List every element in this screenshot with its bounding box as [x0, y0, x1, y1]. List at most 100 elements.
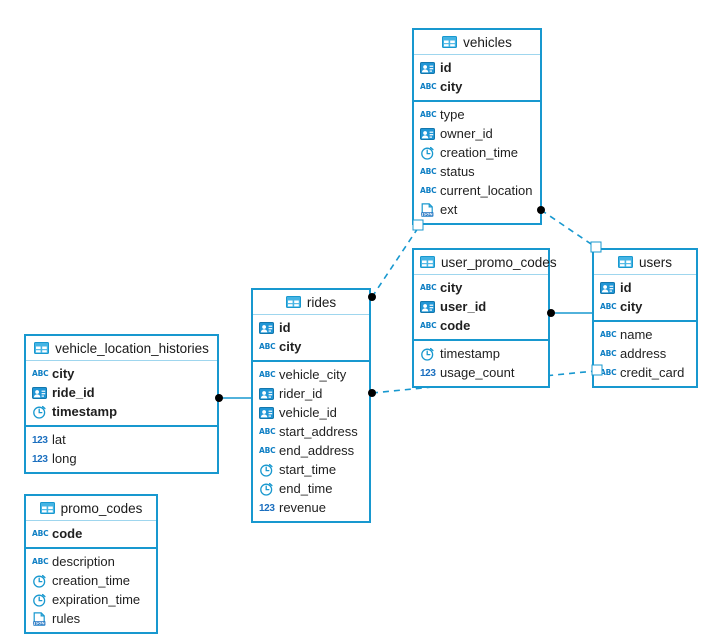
relationship-rides-to-vehicles[interactable]	[371, 227, 419, 298]
field-row[interactable]: end_time	[253, 479, 369, 498]
field-name: code	[440, 318, 471, 333]
relationship-endpoint-square[interactable]	[412, 219, 424, 231]
field-row[interactable]: id	[414, 58, 540, 77]
json-document-icon: JSON	[32, 611, 47, 626]
relationship-endpoint-dot[interactable]	[537, 206, 545, 214]
relationship-endpoint-square[interactable]	[590, 241, 602, 253]
id-badge-icon	[420, 61, 435, 75]
field-name: creation_time	[52, 573, 131, 588]
entity-title: vehicles	[463, 34, 512, 50]
clock-icon	[259, 482, 274, 496]
field-name: current_location	[440, 183, 533, 198]
abc-string-icon: ABC	[420, 166, 437, 176]
relationship-endpoint-dot[interactable]	[368, 389, 376, 397]
abc-string-icon: ABC	[420, 81, 437, 91]
field-name: lat	[52, 432, 66, 447]
relationship-endpoint-dot[interactable]	[368, 293, 376, 301]
field-row[interactable]: id	[253, 318, 369, 337]
clock-icon	[420, 347, 435, 361]
field-name: description	[52, 554, 115, 569]
clock-icon	[259, 463, 274, 477]
field-name: start_address	[279, 424, 358, 439]
relationship-vehicles-to-users[interactable]	[540, 209, 595, 247]
svg-text:JSON: JSON	[421, 211, 433, 216]
relationship-endpoint-square[interactable]	[591, 364, 603, 376]
field-row[interactable]: expiration_time	[26, 590, 156, 609]
abc-string-icon: ABC	[420, 320, 437, 330]
entity-header[interactable]: rides	[253, 290, 369, 315]
entity-header[interactable]: vehicle_location_histories	[26, 336, 217, 361]
field-name: credit_card	[620, 365, 685, 380]
field-row[interactable]: creation_time	[414, 143, 540, 162]
field-row[interactable]: ride_id	[26, 383, 217, 402]
abc-string-icon: ABC	[259, 369, 276, 379]
table-grid-icon	[39, 501, 55, 515]
field-row[interactable]: owner_id	[414, 124, 540, 143]
id-badge-icon	[32, 386, 47, 400]
123-number-icon: 123	[420, 367, 436, 379]
abc-string-icon: ABC	[600, 301, 617, 311]
field-name: rider_id	[279, 386, 323, 401]
id-badge-icon	[420, 300, 435, 314]
relationship-endpoint-dot[interactable]	[215, 394, 223, 402]
entity-header[interactable]: vehicles	[414, 30, 540, 55]
field-name: city	[440, 280, 463, 295]
field-row[interactable]: creation_time	[26, 571, 156, 590]
relationship-endpoint-dot[interactable]	[547, 309, 555, 317]
field-name: name	[620, 327, 653, 342]
entity-header[interactable]: user_promo_codes	[414, 250, 557, 275]
field-row[interactable]: id	[594, 278, 696, 297]
field-name: city	[620, 299, 643, 314]
field-row[interactable]: start_time	[253, 460, 369, 479]
field-row[interactable]: rider_id	[253, 384, 369, 403]
123-number-icon: 123	[259, 502, 275, 514]
entity-title: rides	[306, 294, 337, 310]
entity-header[interactable]: users	[594, 250, 696, 275]
field-row[interactable]: vehicle_id	[253, 403, 369, 422]
field-row[interactable]: timestamp	[414, 344, 548, 363]
entity-header[interactable]: promo_codes	[26, 496, 156, 521]
field-row[interactable]: timestamp	[26, 402, 217, 421]
abc-string-icon: ABC	[32, 368, 49, 378]
id-badge-icon	[259, 387, 274, 401]
table-grid-icon	[34, 341, 50, 355]
field-row[interactable]: user_id	[414, 297, 548, 316]
field-name: city	[52, 366, 75, 381]
